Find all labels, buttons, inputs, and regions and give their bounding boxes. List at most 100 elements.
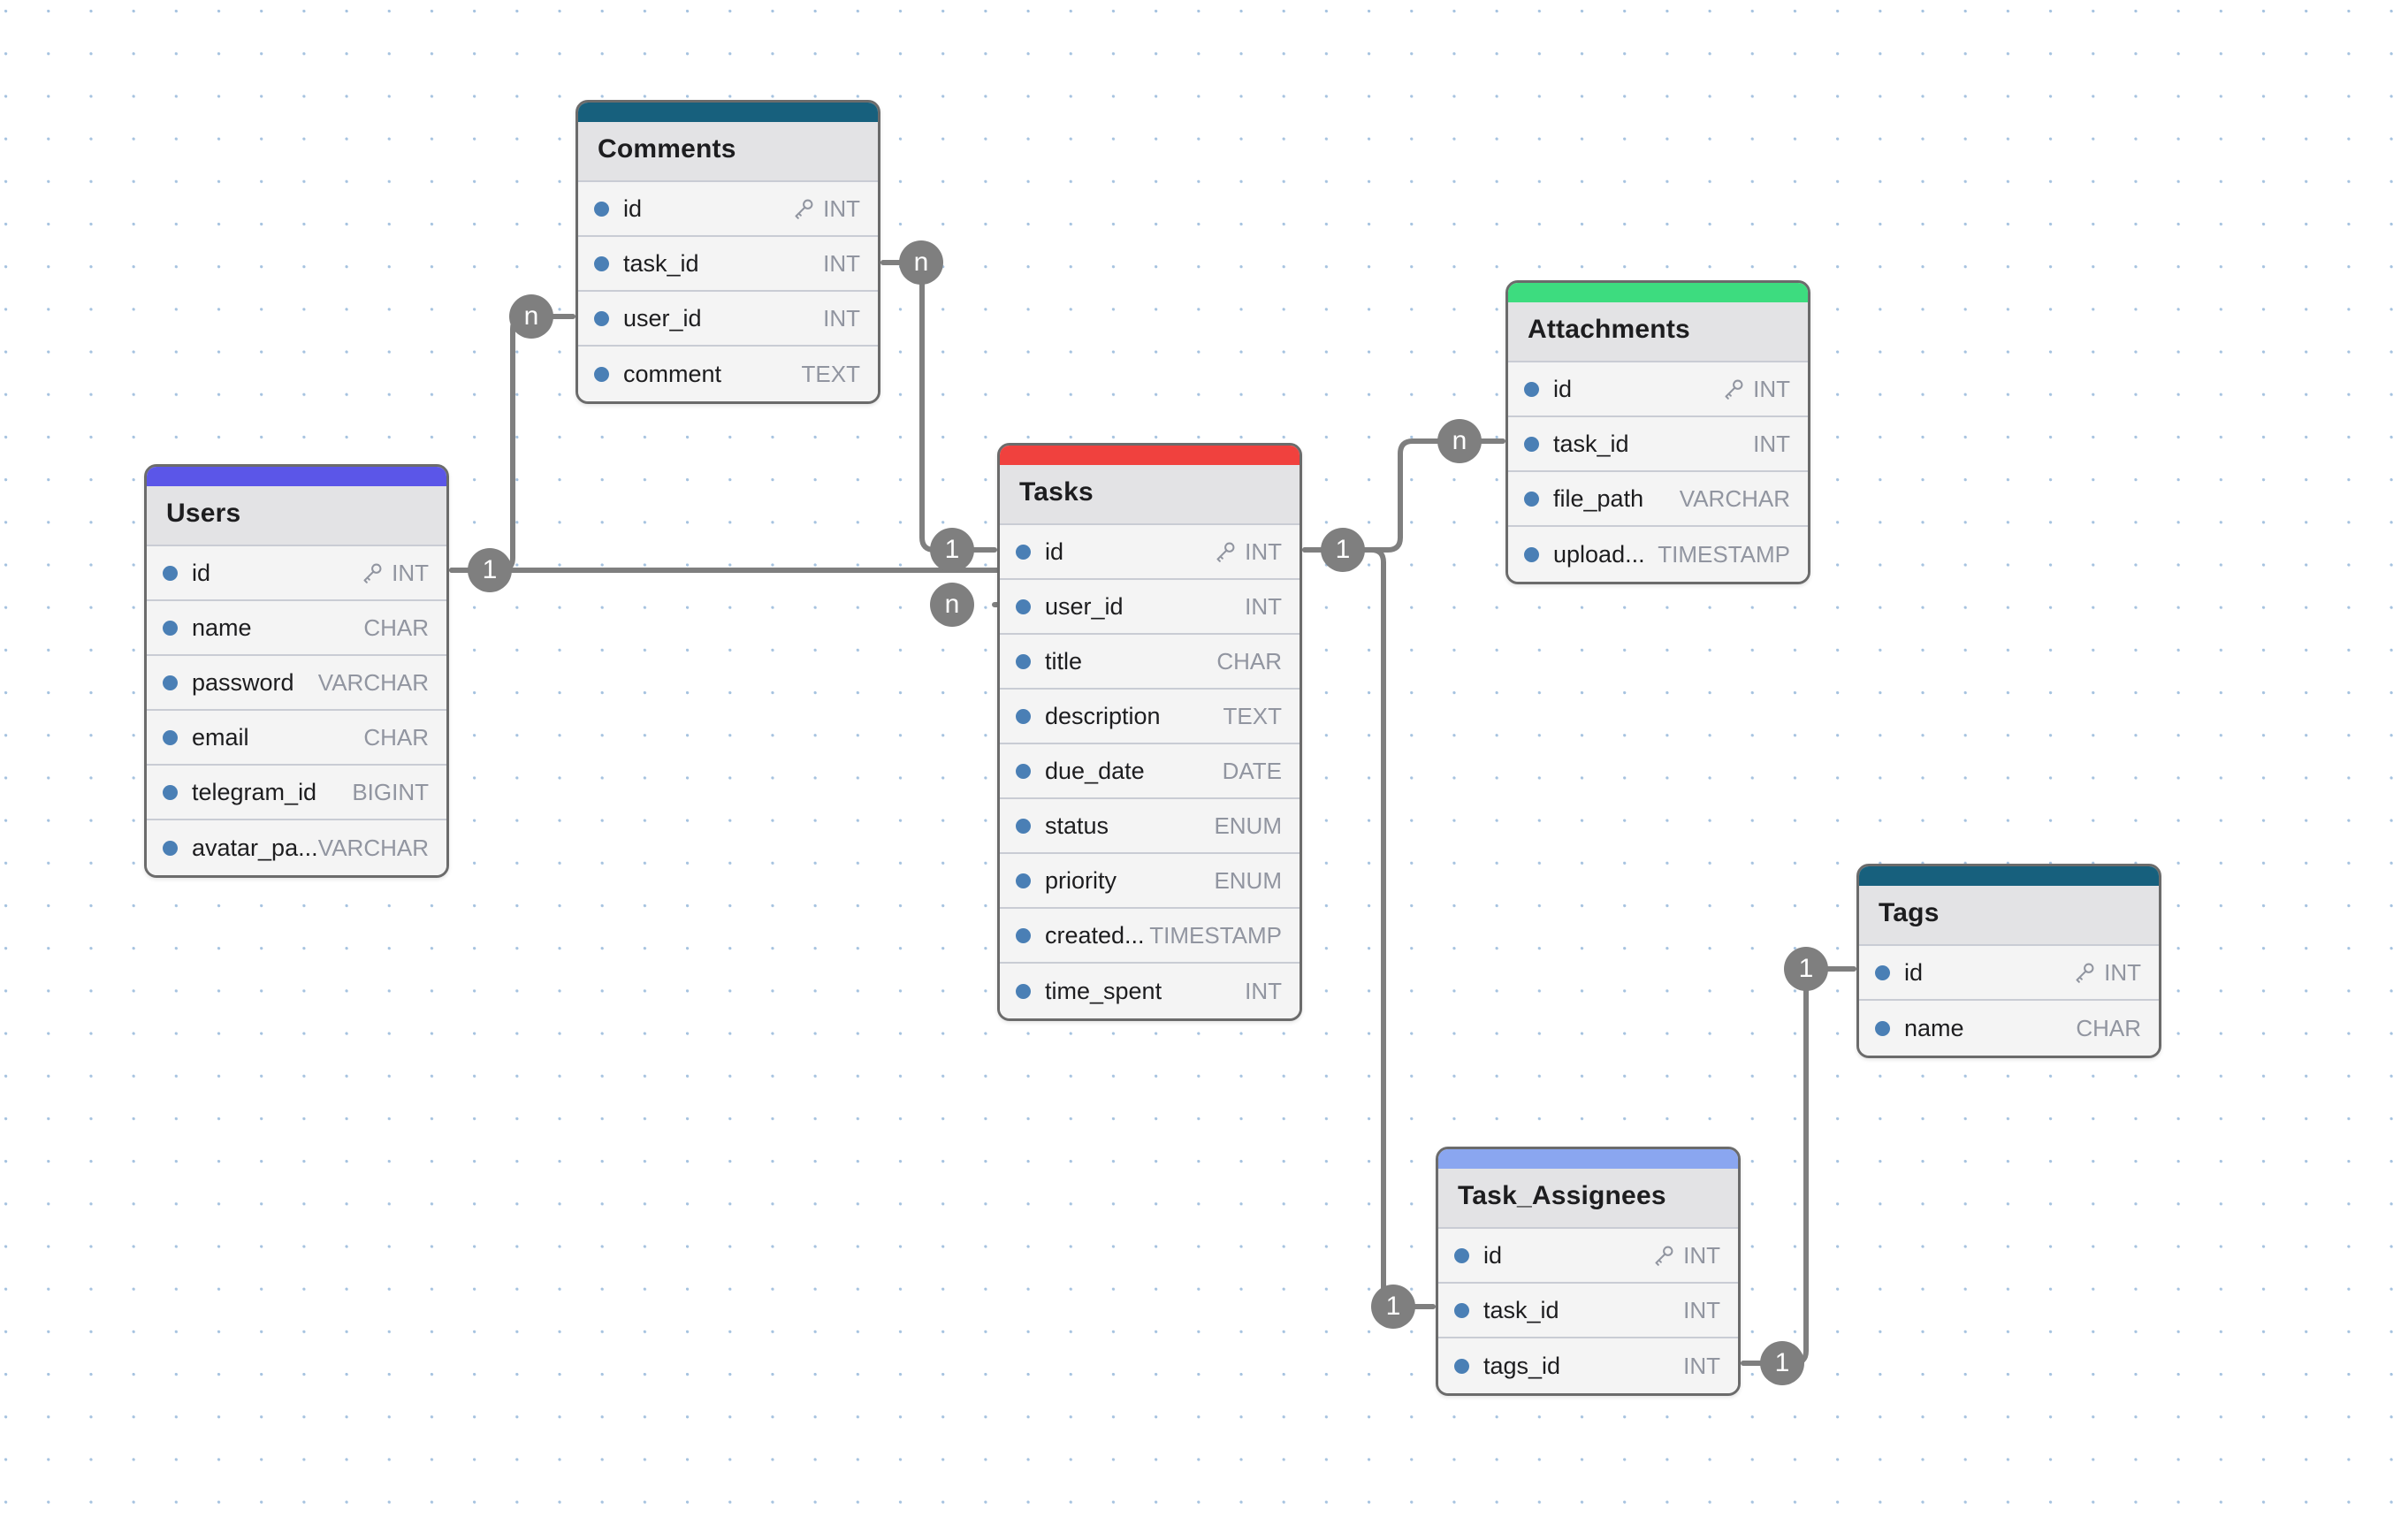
table-accent-bar (1508, 283, 1808, 302)
column-type: TIMESTAMP (1149, 921, 1282, 949)
column-meta: DATE (1223, 758, 1282, 785)
column-bullet-icon (1454, 1358, 1469, 1374)
table-title[interactable]: Task_Assignees (1438, 1169, 1738, 1229)
column-meta: CHAR (363, 614, 429, 642)
column-type: INT (1683, 1352, 1720, 1379)
column-name: file_path (1553, 484, 1644, 512)
table-row[interactable]: tags_id INT (1438, 1338, 1738, 1393)
column-meta: VARCHAR (318, 835, 429, 862)
column-name: name (1904, 1014, 1964, 1041)
table-row[interactable]: upload...TIMESTAMP (1508, 527, 1808, 582)
column-type: INT (2104, 958, 2141, 986)
relationship-line-tasks-task_assignees[interactable] (1302, 547, 1436, 1309)
relationship-line-users-comments[interactable] (449, 314, 575, 573)
key-icon (1725, 379, 1743, 400)
table-accent-bar (578, 103, 878, 122)
column-meta: INT (823, 250, 860, 278)
column-bullet-icon (1016, 763, 1031, 779)
column-type: INT (1753, 430, 1790, 457)
table-title[interactable]: Attachments (1508, 302, 1808, 362)
column-name: id (623, 194, 643, 222)
column-type: CHAR (2076, 1014, 2141, 1041)
column-type: INT (1245, 977, 1282, 1004)
table-title[interactable]: Tasks (1000, 465, 1300, 525)
table-title[interactable]: Tags (1859, 886, 2159, 946)
column-name: email (192, 723, 249, 751)
table-row[interactable]: created...TIMESTAMP (1000, 909, 1300, 964)
column-bullet-icon (163, 565, 178, 581)
cardinality-badge-1: 1 (1760, 1341, 1804, 1385)
column-bullet-icon (163, 784, 178, 800)
table-row[interactable]: comment TEXT (578, 347, 878, 401)
key-icon (1655, 1246, 1673, 1266)
table-row[interactable]: user_id INT (1000, 580, 1300, 635)
column-meta: VARCHAR (318, 669, 429, 697)
column-type: TEXT (801, 360, 860, 387)
column-bullet-icon (1454, 1247, 1469, 1263)
table-accent-bar (1438, 1149, 1738, 1169)
column-meta: INT (792, 195, 860, 223)
column-name: task_id (1553, 430, 1629, 457)
column-type: INT (1245, 592, 1282, 620)
column-bullet-icon (1016, 653, 1031, 669)
table-row[interactable]: name CHAR (1859, 1001, 2159, 1056)
cardinality-badge-n: n (899, 240, 943, 285)
column-name: avatar_pa... (192, 834, 318, 861)
table-row[interactable]: task_id INT (1508, 417, 1808, 472)
relationship-line-tags-task_assignees[interactable] (1741, 966, 1856, 1366)
column-bullet-icon (1875, 1020, 1890, 1036)
column-meta: INT (361, 560, 429, 587)
table-row[interactable]: avatar_pa...VARCHAR (147, 820, 446, 875)
column-meta: INT (1753, 431, 1790, 458)
table-title[interactable]: Comments (578, 122, 878, 182)
column-name: user_id (1045, 592, 1124, 620)
column-type: INT (823, 194, 860, 222)
column-bullet-icon (163, 840, 178, 856)
column-meta: VARCHAR (1680, 485, 1790, 513)
table-title[interactable]: Users (147, 486, 446, 546)
table-row[interactable]: id INT (578, 182, 878, 237)
column-type: CHAR (1216, 647, 1282, 675)
column-name: telegram_id (192, 778, 317, 805)
relationship-line-comments-tasks[interactable] (880, 260, 997, 553)
table-row[interactable]: file_path VARCHAR (1508, 472, 1808, 527)
column-name: tags_id (1483, 1352, 1561, 1379)
column-type: INT (823, 304, 860, 332)
column-bullet-icon (1016, 818, 1031, 834)
table-accent-bar (1859, 866, 2159, 886)
column-name: comment (623, 360, 722, 387)
column-name: upload... (1553, 540, 1645, 568)
column-bullet-icon (1454, 1302, 1469, 1318)
column-meta: INT (1652, 1242, 1720, 1269)
